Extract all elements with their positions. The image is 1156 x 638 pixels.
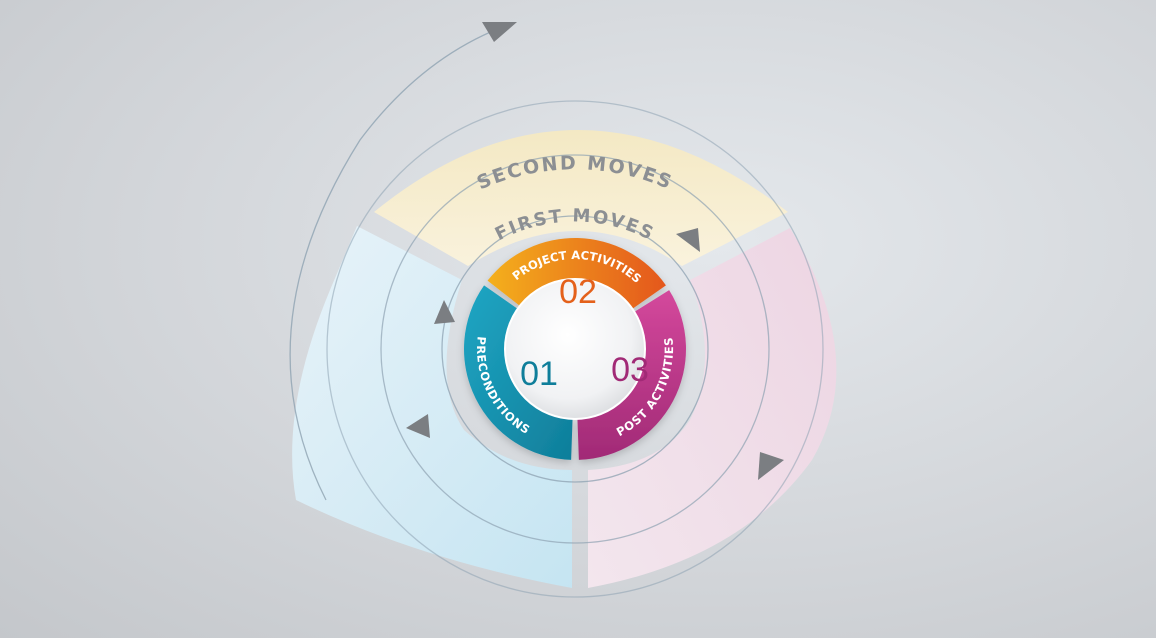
cycle-arrows xyxy=(406,22,784,480)
arrow-head-right-low xyxy=(758,452,784,480)
core-ring xyxy=(463,237,687,460)
step-number-01: 01 xyxy=(520,355,558,393)
center-hub xyxy=(504,278,646,420)
step-number-02: 02 xyxy=(559,273,597,311)
core-segment-2 xyxy=(487,237,666,309)
arrow-head-top xyxy=(482,22,517,42)
arrow-head-left-up xyxy=(434,300,455,324)
arrow-head-right-mid xyxy=(676,228,700,252)
core-segment-3 xyxy=(577,290,687,460)
step-number-03: 03 xyxy=(611,351,649,389)
outer-segment-right xyxy=(588,228,837,588)
cycle-tracks xyxy=(289,27,824,598)
outer-segment-left xyxy=(292,226,572,588)
arrow-head-left-low xyxy=(406,414,430,438)
core-segment-1 xyxy=(463,285,573,460)
